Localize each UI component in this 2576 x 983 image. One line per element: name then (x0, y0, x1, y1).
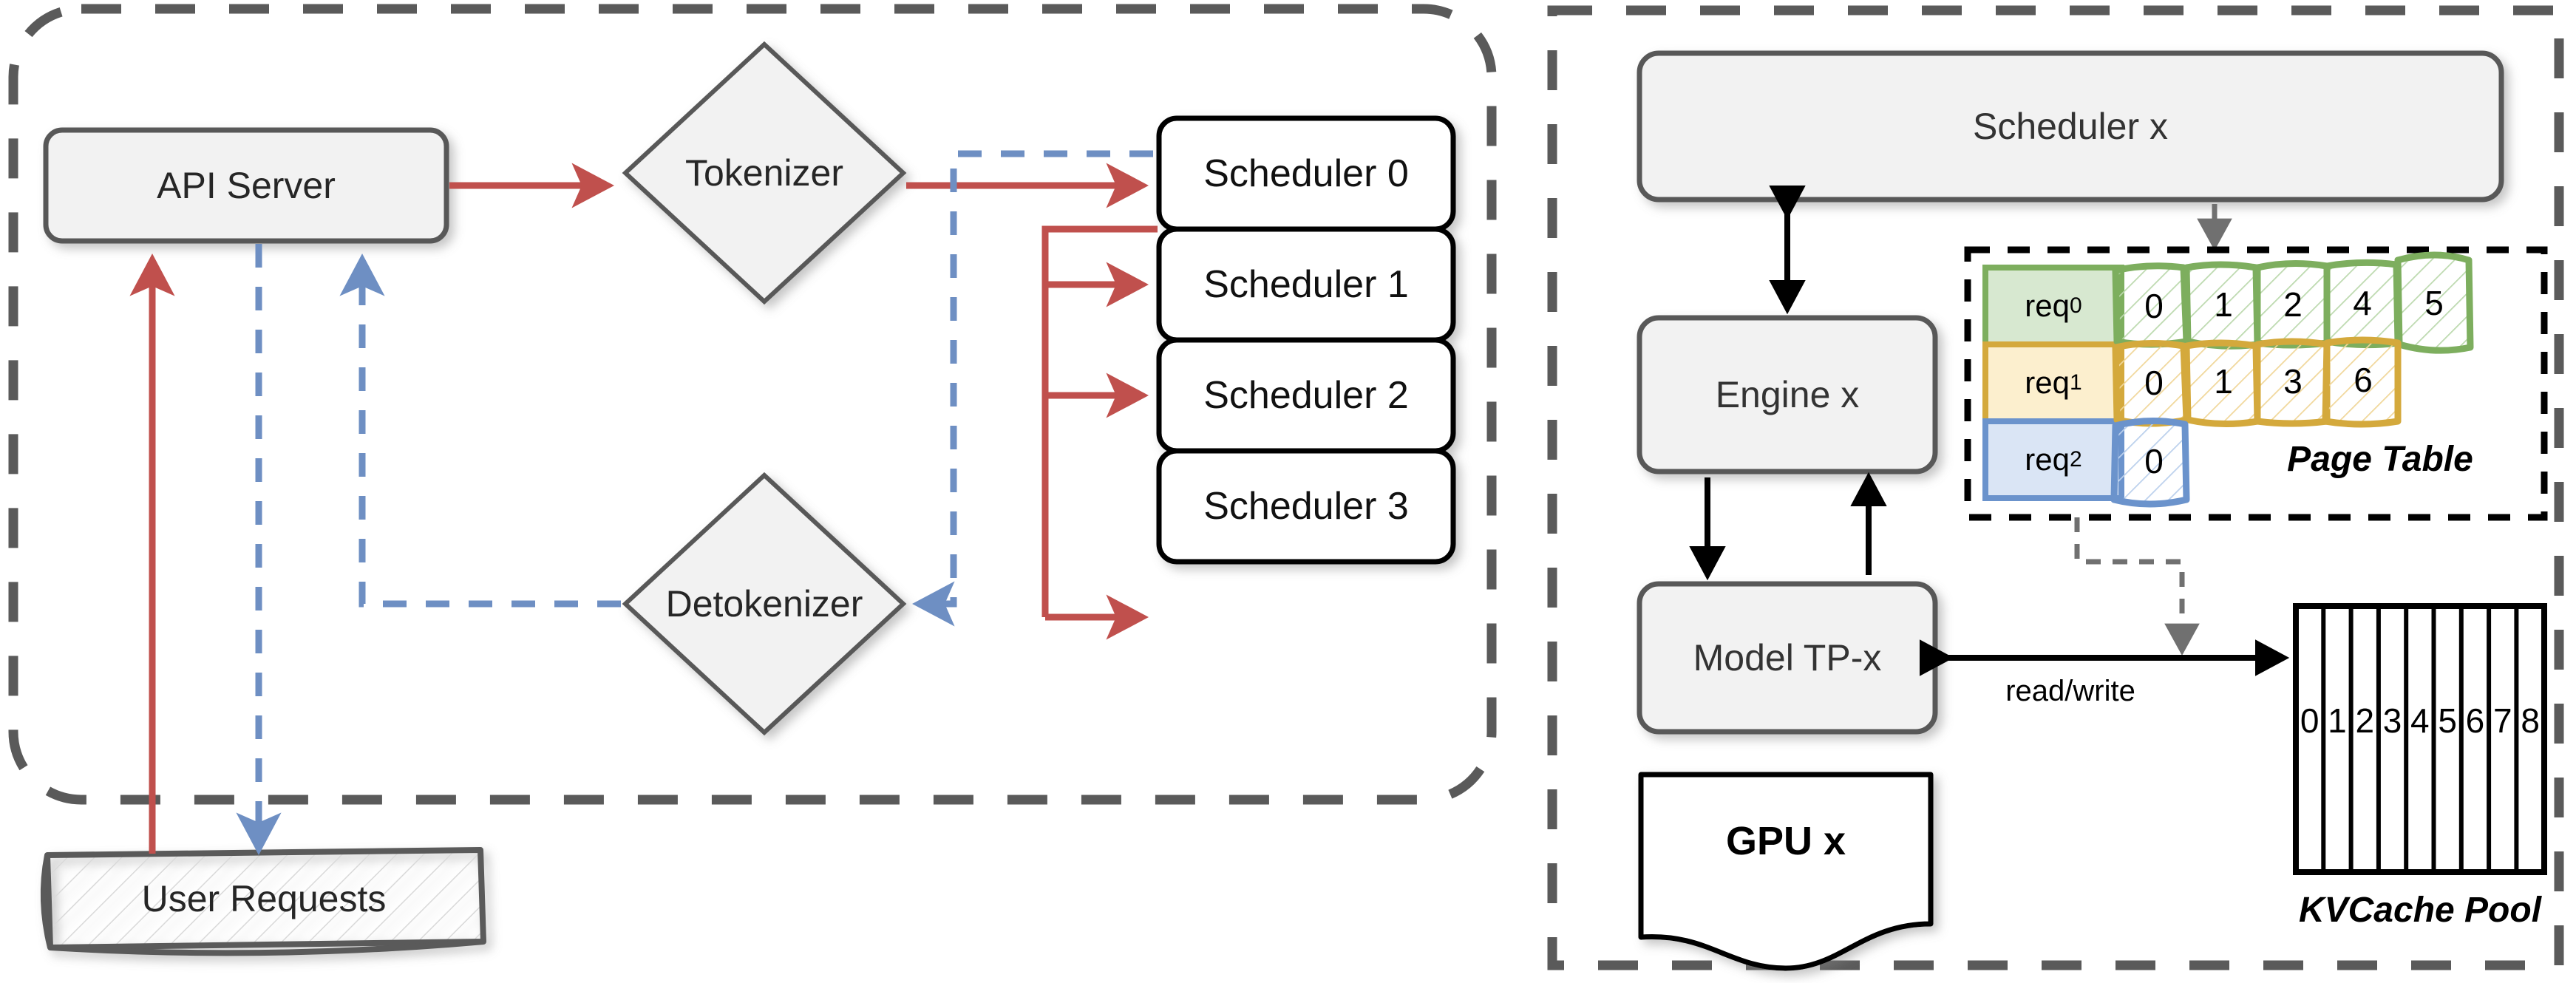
page-table-cells-row-0 (2112, 251, 2474, 354)
page-table-cells-row-1 (2112, 336, 2402, 428)
scheduler-2-box[interactable] (1156, 337, 1456, 454)
edge-detokenizer-to-api-server (339, 254, 621, 608)
page-table-row-label-2 (1982, 418, 2124, 501)
scheduler-0-box[interactable] (1156, 115, 1456, 232)
gpu-x-shape[interactable] (1638, 772, 1934, 971)
model-tp-x-box[interactable] (1637, 581, 1938, 735)
scheduler-3-box[interactable] (1156, 448, 1456, 565)
frontend-panel-boundary (8, 4, 1497, 805)
user-requests-box[interactable] (44, 847, 486, 950)
edge-scheduler0-to-detokenizer (912, 150, 1153, 627)
engine-x-box[interactable] (1637, 315, 1938, 475)
edge-pagetable-to-kvcache (2074, 517, 2200, 656)
page-table-row-label-0 (1982, 265, 2124, 347)
tokenizer-diamond[interactable] (622, 41, 907, 305)
detokenizer-diamond[interactable] (622, 472, 907, 736)
api-server-box[interactable] (43, 127, 449, 244)
gpu-worker-panel-boundary (1547, 5, 2564, 970)
page-table-cells-row-2 (2110, 418, 2190, 508)
page-table-boundary (1964, 246, 2548, 521)
edge-scheduler-bus (1041, 225, 1158, 617)
page-table-row-label-1 (1982, 341, 2124, 424)
scheduler-x-box[interactable] (1637, 50, 2504, 203)
kvcache-pool-grid (2293, 603, 2547, 875)
scheduler-1-box[interactable] (1156, 226, 1456, 343)
